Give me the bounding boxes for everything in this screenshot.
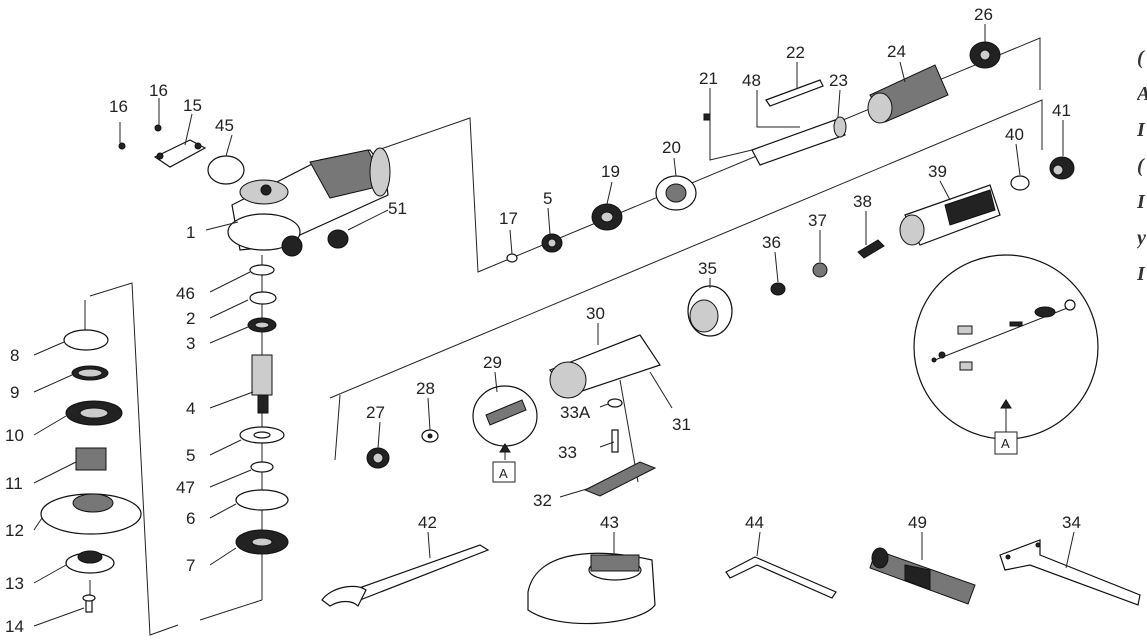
part-label-29: 29 (483, 353, 502, 372)
part-label-31: 31 (672, 415, 691, 434)
spindle-stack (235, 264, 289, 555)
part-label-49: 49 (908, 513, 927, 532)
part-label-15: 15 (183, 96, 202, 115)
part-label-40: 40 (1005, 125, 1024, 144)
screws-16 (118, 124, 162, 150)
part-label-2: 2 (186, 309, 195, 328)
part-label-3: 3 (186, 334, 195, 353)
pin-wrench-34 (999, 539, 1141, 606)
detail-ref-box-detail-label: A (1001, 436, 1010, 451)
detail-a-callout (913, 254, 1099, 440)
part-label-41: 41 (1052, 101, 1071, 120)
detail-ref-box-detail (994, 431, 1018, 455)
detail-ref-box-29 (492, 461, 516, 483)
edge-char: I (1137, 191, 1145, 213)
motor-parts (506, 41, 1001, 263)
wheel-flange-stack (40, 329, 142, 613)
part-label-39: 39 (928, 162, 947, 181)
part-label-30: 30 (586, 304, 605, 323)
wheel-guard-43 (527, 552, 656, 625)
part-label-16b: 16 (149, 81, 168, 100)
part-label-51: 51 (388, 199, 407, 218)
part-label-14: 14 (5, 617, 24, 636)
part-label-36: 36 (762, 233, 781, 252)
part-label-43: 43 (600, 513, 619, 532)
part-label-20: 20 (662, 138, 681, 157)
part-label-10: 10 (5, 426, 24, 445)
part-label-32: 32 (533, 491, 552, 510)
part-label-4: 4 (186, 399, 195, 418)
edge-char: y (1137, 227, 1146, 249)
edge-char: ( (1137, 155, 1144, 177)
edge-char: I (1137, 119, 1145, 141)
part-label-44: 44 (745, 513, 764, 532)
edge-char: ( (1137, 47, 1144, 69)
hex-key-44 (725, 556, 837, 599)
part-label-1: 1 (186, 223, 195, 242)
o-ring-45 (207, 155, 245, 185)
part-label-35: 35 (698, 259, 717, 278)
cap-51 (327, 229, 349, 249)
gasket-plate (153, 139, 207, 168)
part-label-17: 17 (499, 209, 518, 228)
part-label-9: 9 (10, 383, 19, 402)
handle-parts (366, 156, 1075, 497)
part-label-21: 21 (699, 69, 718, 88)
part-label-22: 22 (786, 43, 805, 62)
part-label-24: 24 (887, 42, 906, 61)
part-label-6: 6 (186, 509, 195, 528)
part-label-46: 46 (176, 284, 195, 303)
cropped-edge-text: ( A I ( I y I (1137, 40, 1147, 292)
part-label-5b: 5 (186, 446, 195, 465)
part-label-28: 28 (416, 379, 435, 398)
part-label-11: 11 (5, 474, 23, 493)
part-label-37: 37 (808, 211, 827, 230)
part-label-33: 33 (558, 443, 577, 462)
leader-lines (33, 24, 1075, 627)
wrench-42 (321, 544, 490, 608)
part-label-26: 26 (974, 5, 993, 24)
part-label-33a: 33A (560, 403, 591, 422)
part-label-7: 7 (186, 556, 195, 575)
part-label-19: 19 (601, 162, 620, 181)
part-label-12: 12 (5, 521, 24, 540)
part-label-48: 48 (742, 71, 761, 90)
part-label-5a: 5 (543, 189, 552, 208)
part-label-8: 8 (10, 346, 19, 365)
part-label-16a: 16 (109, 97, 128, 116)
angle-head-housing (227, 147, 391, 257)
part-label-13: 13 (5, 574, 24, 593)
part-label-34: 34 (1062, 513, 1081, 532)
detail-ref-box-29-label: A (499, 466, 508, 481)
part-label-47: 47 (176, 478, 195, 497)
part-label-38: 38 (853, 192, 872, 211)
part-label-27: 27 (366, 403, 385, 422)
part-label-42: 42 (418, 513, 437, 532)
part-number-labels: 16 16 15 45 1 51 46 2 3 4 5 47 6 7 8 9 1… (5, 5, 1081, 636)
side-handle-49 (869, 547, 976, 605)
edge-char: A (1137, 76, 1147, 112)
part-label-45: 45 (215, 116, 234, 135)
edge-char: I (1137, 263, 1145, 285)
part-label-23: 23 (829, 71, 848, 90)
